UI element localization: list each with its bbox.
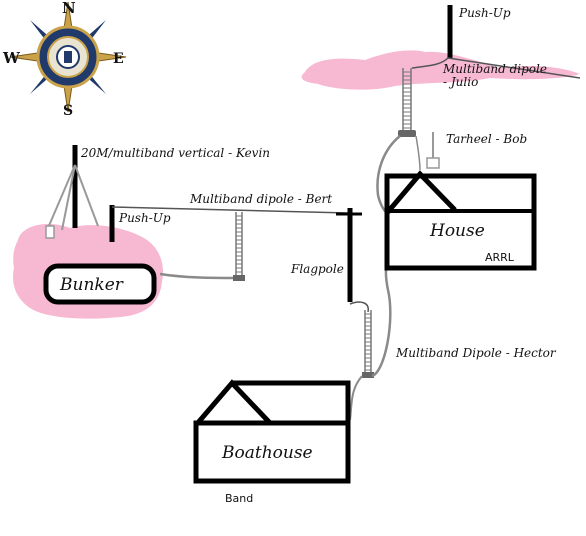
compass-rose: N S W E (2, 0, 127, 119)
bunker-building (43, 263, 157, 305)
ladder-line-hector (349, 301, 374, 378)
compass-east-label: E (113, 51, 124, 67)
dipole-wire-bert (111, 206, 349, 214)
label-pushup-top: Push-Up (458, 6, 511, 20)
house-building (384, 170, 537, 271)
label-vertical-kevin: 20M/multiband vertical - Kevin (80, 146, 270, 160)
house-label: House (429, 221, 485, 241)
compass-west-label: W (2, 49, 21, 67)
tarheel-base (426, 157, 440, 169)
coax-bunker-bert (159, 272, 237, 280)
label-flagpole: Flagpole (290, 262, 344, 276)
bunker-label: Bunker (59, 275, 124, 295)
label-dipole-hector: Multiband Dipole - Hector (395, 346, 557, 360)
coax-julio-drop (415, 135, 421, 171)
label-tarheel-bob: Tarheel - Bob (446, 132, 527, 146)
dipole-julio (398, 57, 581, 137)
house-tag-arrl: ARRL (485, 251, 515, 264)
ladder-line-bert (233, 212, 245, 281)
boathouse-building (193, 379, 351, 484)
coax-hector-house (371, 255, 393, 378)
label-dipole-bert: Multiband dipole - Bert (189, 192, 332, 206)
pink-hill-top (301, 50, 580, 90)
boathouse-label: Boathouse (221, 443, 313, 463)
label-pushup-left: Push-Up (118, 211, 171, 225)
boathouse-tag-band: Band (225, 492, 253, 505)
coax-hector-boathouse (349, 375, 363, 421)
vertical-antenna-kevin (45, 145, 99, 239)
label-dipole-julio-line1: Multiband dipole (442, 62, 547, 76)
label-dipole-julio-line2: - Julio (443, 75, 478, 89)
compass-south-label: S (63, 103, 73, 119)
compass-north-label: N (62, 0, 76, 17)
